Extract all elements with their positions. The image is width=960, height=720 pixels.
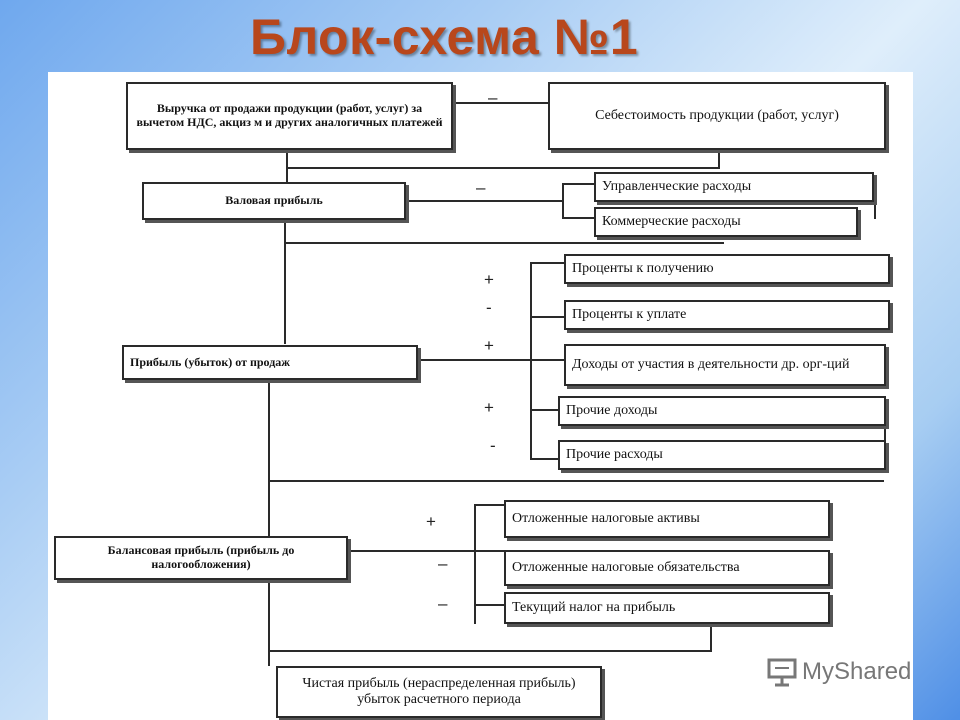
- connector-line: [710, 622, 712, 652]
- connector-line: [874, 183, 876, 219]
- connector-line: [268, 650, 712, 652]
- connector-line: [284, 242, 724, 244]
- connector-line: [284, 220, 286, 344]
- interest-receivable-label: Проценты к получению: [572, 260, 714, 276]
- slide-title: Блок-схема №1: [250, 9, 639, 65]
- connector-line: [348, 550, 504, 552]
- connector-line: [562, 183, 594, 185]
- interest-payable-label: Проценты к уплате: [572, 306, 687, 322]
- connector-line: [530, 316, 564, 318]
- minus-sign: -: [490, 436, 496, 455]
- minus-sign: –: [488, 88, 498, 107]
- net-profit-label: Чистая прибыль (нераспределенная прибыль…: [302, 675, 576, 707]
- plus-sign: +: [426, 512, 436, 531]
- gross-profit-label: Валовая прибыль: [225, 193, 323, 208]
- minus-sign: –: [476, 178, 486, 197]
- minus-sign: -: [486, 298, 492, 317]
- interest-receivable-box: Проценты к получению: [564, 254, 890, 284]
- interest-payable-box: Проценты к уплате: [564, 300, 890, 330]
- revenue-label: Выручка от продажи продукции (работ, усл…: [136, 101, 443, 129]
- deferred-tax-assets-label: Отложенные налоговые активы: [512, 510, 700, 526]
- deferred-tax-assets-box: Отложенные налоговые активы: [504, 500, 830, 538]
- management-expenses-box: Управленческие расходы: [594, 172, 874, 202]
- connector-line: [718, 150, 720, 169]
- connector-line: [884, 398, 886, 470]
- cost-label: Себестоимость продукции (работ, услуг): [595, 107, 839, 123]
- deferred-tax-liabilities-box: Отложенные налоговые обязательства: [504, 550, 830, 586]
- connector-line: [268, 652, 270, 666]
- balance-profit-box: Балансовая прибыль (прибыль до налогообл…: [54, 536, 348, 580]
- connector-line: [474, 604, 504, 606]
- current-tax-box: Текущий налог на прибыль: [504, 592, 830, 624]
- connector-line: [418, 359, 564, 361]
- cost-box: Себестоимость продукции (работ, услуг): [548, 82, 886, 150]
- current-tax-label: Текущий налог на прибыль: [512, 599, 676, 615]
- connector-line: [474, 504, 476, 624]
- deferred-tax-liabilities-label: Отложенные налоговые обязательства: [512, 559, 740, 575]
- connector-line: [530, 262, 564, 264]
- flowchart-sheet: Выручка от продажи продукции (работ, усл…: [48, 72, 913, 720]
- presentation-icon: [767, 658, 797, 687]
- other-expenses-label: Прочие расходы: [566, 446, 663, 462]
- connector-line: [268, 580, 270, 654]
- connector-line: [453, 102, 548, 104]
- plus-sign: +: [484, 398, 494, 417]
- connector-line: [268, 480, 884, 482]
- plus-sign: +: [484, 270, 494, 289]
- other-income-label: Прочие доходы: [566, 402, 658, 418]
- commercial-expenses-box: Коммерческие расходы: [594, 207, 858, 237]
- connector-line: [562, 217, 594, 219]
- revenue-box: Выручка от продажи продукции (работ, усл…: [126, 82, 453, 150]
- minus-sign: –: [438, 594, 448, 613]
- balance-profit-label: Балансовая прибыль (прибыль до налогообл…: [107, 543, 295, 571]
- connector-line: [286, 167, 720, 169]
- gross-profit-box: Валовая прибыль: [142, 182, 406, 220]
- connector-line: [530, 409, 558, 411]
- connector-line: [268, 380, 270, 542]
- sales-profit-box: Прибыль (убыток) от продаж: [122, 345, 418, 380]
- participation-income-box: Доходы от участия в деятельности др. орг…: [564, 344, 886, 386]
- connector-line: [530, 262, 532, 460]
- connector-line: [474, 504, 504, 506]
- commercial-expenses-label: Коммерческие расходы: [602, 213, 741, 229]
- plus-sign: +: [484, 336, 494, 355]
- other-income-box: Прочие доходы: [558, 396, 886, 426]
- connector-line: [530, 458, 558, 460]
- participation-income-label: Доходы от участия в деятельности др. орг…: [572, 356, 850, 372]
- connector-line: [562, 183, 564, 219]
- connector-line: [406, 200, 564, 202]
- management-expenses-label: Управленческие расходы: [602, 178, 752, 194]
- net-profit-box: Чистая прибыль (нераспределенная прибыль…: [276, 666, 602, 718]
- other-expenses-box: Прочие расходы: [558, 440, 886, 470]
- myshared-logo: MyShared: [766, 656, 911, 688]
- watermark-text: MyShared: [802, 658, 912, 685]
- sales-profit-label: Прибыль (убыток) от продаж: [130, 354, 290, 369]
- minus-sign: –: [438, 554, 448, 573]
